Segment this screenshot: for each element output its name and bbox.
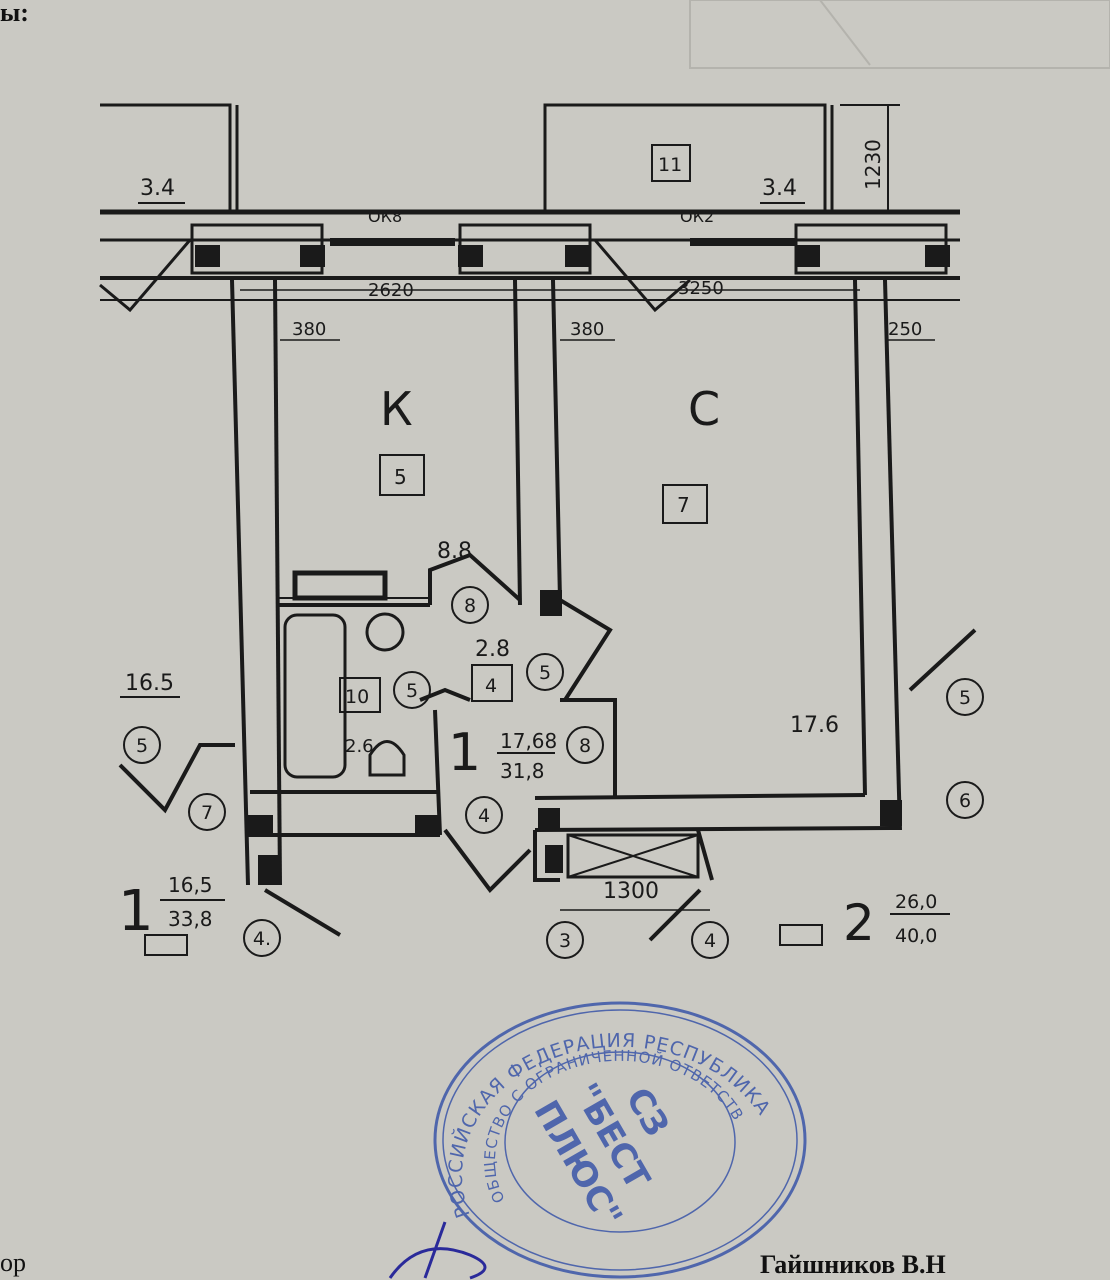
kitchen-number: 5 [394,465,407,489]
apt1-total-area: 31,8 [500,759,545,783]
mark-label: 4 [478,805,490,827]
window-label-2: ОК2 [680,207,714,226]
area-kitchen: 8.8 [437,539,472,564]
apt3-total-area: 40,0 [895,925,937,947]
heading-fragment: ы: [0,0,29,27]
apt1-living-area: 17,68 [500,729,557,753]
apt2-total-area: 33,8 [168,907,213,931]
mark-label: 3 [559,930,571,952]
footer-fragment: ор [0,1248,26,1277]
mark-circle [946,781,984,819]
room-labels: К 5 С 7 11 4 10 [339,144,720,713]
exterior-wall [100,209,960,301]
hall-number: 4 [485,675,497,697]
company-stamp: РОССИЙСКАЯ ФЕДЕРАЦИЯ РЕСПУБЛИКА ОБЩЕСТВО… [433,1001,807,1279]
balcony-number: 11 [658,154,682,176]
area-living: 17.6 [790,713,839,738]
interior-walls [230,279,902,886]
dimension-labels: 1230 2620 3250 380 380 250 1300 ОК8 ОК2 [240,139,935,911]
mark-label: 7 [201,802,213,824]
sink [365,612,405,652]
mark-label: 5 [136,735,148,757]
signature [388,1221,487,1280]
mark-circle [566,726,604,764]
mark-circle [691,921,729,959]
dim-wall-right: 250 [888,319,922,340]
apt3-living-area: 26,0 [895,891,937,913]
circled-marks: 8 5 5 5 7 4 6 5 4. 3 4 8 [123,586,984,959]
mark-circle [451,586,489,624]
mark-circle [546,921,584,959]
toilet [368,740,406,777]
mark-label: 5 [539,662,551,684]
mark-label: 8 [464,595,476,617]
mark-circle [243,919,281,957]
area-balcony-left: 3.4 [140,176,175,201]
dim-living-width: 3250 [678,278,724,299]
door-swings [118,552,977,942]
wall-columns [195,245,950,885]
bathroom-fixtures [283,570,406,779]
dim-door-width: 1300 [603,879,659,904]
area-neighbor-left: 16.5 [125,671,174,696]
dim-balcony-depth: 1230 [861,139,885,190]
apt2-rooms: 1 [118,879,154,944]
apt2-living-area: 16,5 [168,873,213,897]
area-labels: 3.4 3.4 8.8 2.8 2.6 17.6 16.5 [120,176,839,757]
window-label-1: ОК8 [368,207,402,226]
mark-label: 4 [704,930,716,952]
mark-circle [526,653,564,691]
mark-label: 5 [406,680,418,702]
bathroom-number: 10 [345,686,369,708]
kitchen-letter: К [380,382,413,436]
apt3-rooms: 2 [843,894,875,952]
mark-circle [123,726,161,764]
area-bathroom: 2.6 [345,736,374,757]
area-balcony-right: 3.4 [762,176,797,201]
plan-crop-strip [0,962,1110,987]
dim-wall-left: 380 [292,319,326,340]
balcony-right [543,103,900,212]
signatory-name: Гайшников В.Н [760,1250,946,1279]
mark-circle [393,671,431,709]
mark-label: 8 [579,735,591,757]
mark-circle [188,793,226,831]
apt1-rooms: 1 [448,723,481,783]
dim-wall-middle: 380 [570,319,604,340]
area-hall: 2.8 [475,637,510,662]
mark-label: 5 [959,687,971,709]
living-number: 7 [677,493,690,517]
mark-circle [465,796,503,834]
bathtub [283,613,347,779]
living-letter: С [688,382,720,436]
mark-label: 6 [959,790,971,812]
apartment-summaries: 1 17,68 31,8 1 16,5 33,8 2 26,0 40,0 [118,723,950,956]
faint-table [689,0,1110,69]
mark-label: 4. [253,928,271,950]
mark-circle [946,678,984,716]
balcony-left [100,103,239,212]
